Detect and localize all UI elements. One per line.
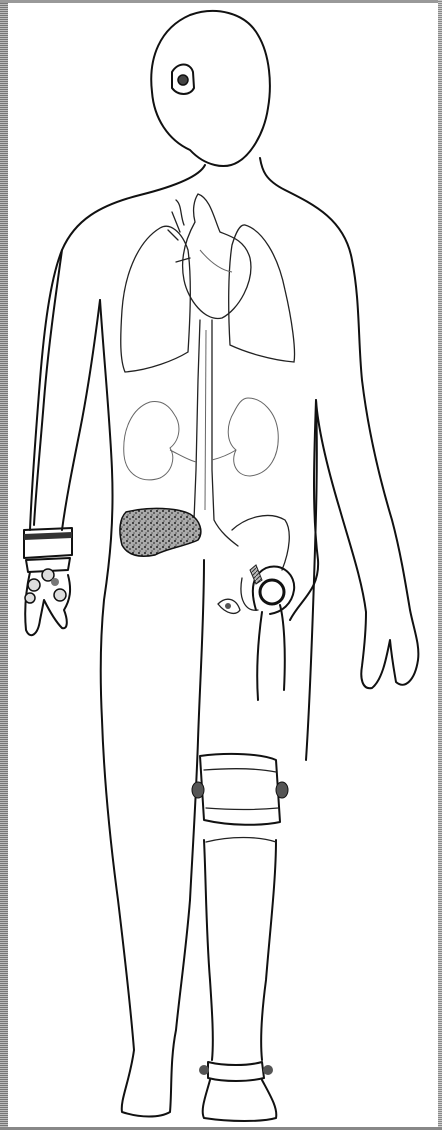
leg-prosthesis-icon (199, 838, 276, 1122)
lungs-icon (121, 225, 295, 372)
left-arm-outline (34, 250, 100, 530)
knee-brace-icon (192, 754, 288, 825)
inner-leg-line (190, 560, 204, 900)
body-outline (30, 158, 418, 688)
hip-prosthesis-icon (218, 515, 294, 700)
heart-icon (168, 194, 251, 318)
hand-with-joints-icon (25, 569, 70, 635)
ear-implant-icon (172, 65, 194, 95)
wrist-brace-icon (24, 528, 72, 572)
kidneys-icon (124, 398, 279, 480)
head-outline (151, 11, 270, 166)
torso-left-side (100, 300, 190, 1117)
liver-icon (120, 508, 201, 556)
